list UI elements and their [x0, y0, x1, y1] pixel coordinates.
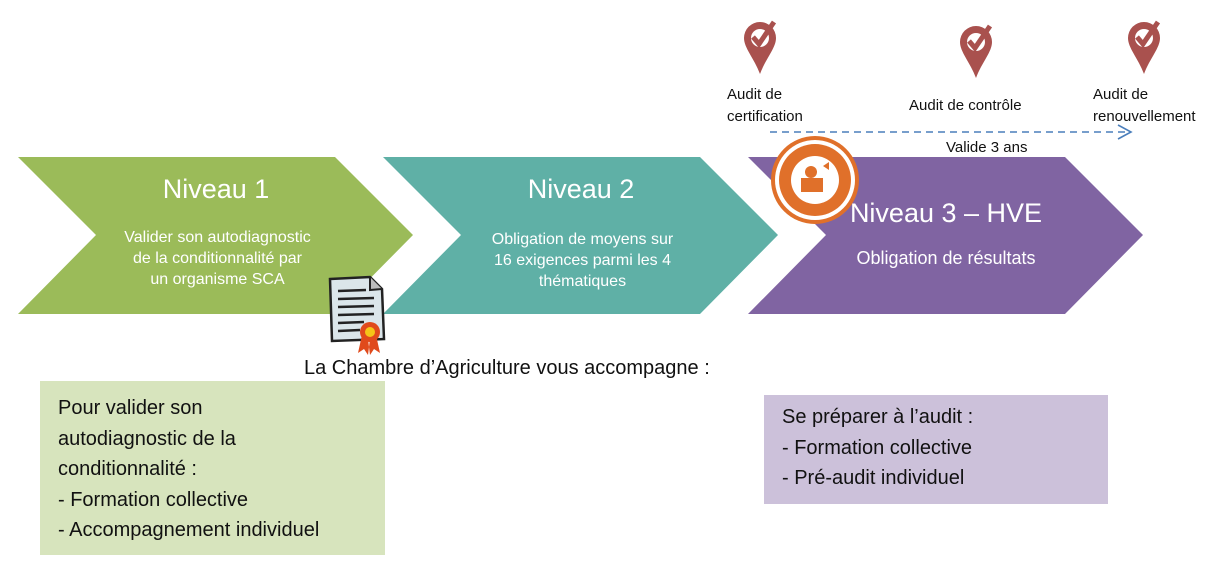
hve-seal-logo: [771, 136, 859, 224]
text-line: thématiques: [538, 273, 627, 290]
audit-certification-label: Audit de certification: [727, 84, 803, 128]
level-2-title: Niveau 2: [527, 174, 635, 204]
validity-label: Valide 3 ans: [946, 139, 1028, 156]
audit-control-label: Audit de contrôle: [909, 97, 1022, 114]
text-line: - Formation collective: [58, 488, 249, 511]
level-1-description: Valider son autodiagnostic de la conditi…: [90, 227, 345, 290]
level-2-description: Obligation de moyens sur 16 exigences pa…: [455, 229, 710, 292]
map-pin-check-icon: [960, 24, 993, 78]
text-line: conditionnalité :: [58, 458, 197, 480]
text-line: Pour valider son: [58, 397, 203, 419]
text-line: certification: [727, 108, 803, 125]
text-line: - Pré-audit individuel: [782, 467, 965, 489]
text-line: - Accompagnement individuel: [58, 519, 320, 541]
support-heading: La Chambre d’Agriculture vous accompagne…: [304, 357, 710, 379]
text-line: Audit de: [1093, 86, 1149, 103]
certificate-icon: [328, 275, 386, 355]
level-3-title: Niveau 3 – HVE: [849, 198, 1043, 228]
text-line: Valider son autodiagnostic: [124, 229, 311, 246]
map-pin-check-icon: [1128, 20, 1161, 74]
text-line: Obligation de moyens sur: [491, 231, 674, 248]
text-line: un organisme SCA: [150, 271, 285, 288]
support-box-level-1: Pour valider son autodiagnostic de la co…: [40, 381, 385, 555]
text-line: autodiagnostic de la: [58, 427, 236, 450]
validity-arrow: [770, 124, 1133, 140]
level-3-description: Obligation de résultats: [856, 248, 1036, 268]
level-1-title: Niveau 1: [162, 174, 270, 204]
text-line: Se préparer à l’audit :: [782, 406, 974, 428]
level-2-chevron: [383, 157, 778, 314]
support-box-level-3: Se préparer à l’audit : - Formation coll…: [764, 395, 1108, 504]
text-line: 16 exigences parmi les 4: [494, 252, 671, 269]
level-1-chevron: [18, 157, 413, 314]
text-line: Audit de: [727, 86, 783, 103]
text-line: renouvellement: [1093, 108, 1196, 125]
text-line: de la conditionnalité par: [132, 250, 302, 267]
text-line: - Formation collective: [782, 436, 973, 459]
map-pin-check-icon: [744, 20, 777, 74]
audit-renewal-label: Audit de renouvellement: [1093, 84, 1196, 128]
